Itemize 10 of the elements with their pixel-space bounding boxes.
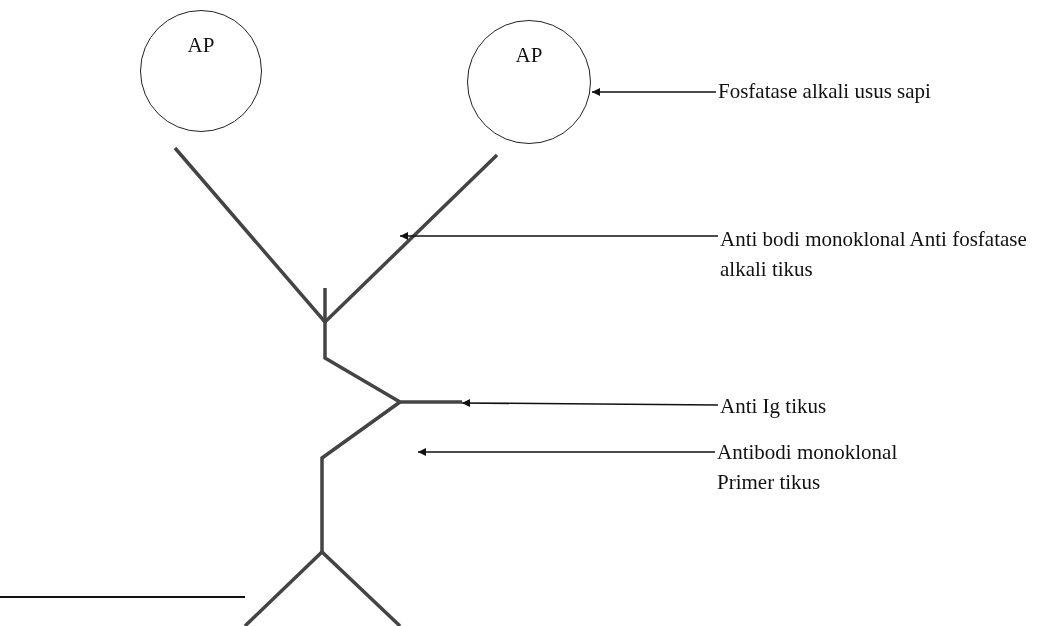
annotation-text: Anti Ig tikus <box>720 393 828 420</box>
circle-label: AP <box>515 43 543 68</box>
annotation-text: Antibodi monoklonal Primer tikus <box>717 439 899 496</box>
leader-arrow <box>399 232 719 240</box>
leader-arrow <box>417 448 716 456</box>
annotation-text: Fosfatase alkali usus sapi <box>718 78 932 105</box>
annotation-text: Anti bodi monoklonal Anti fosfatase alkali tikus <box>720 226 1028 283</box>
leader-arrow <box>591 88 717 96</box>
leader-arrow <box>461 399 719 408</box>
circle-label: AP <box>187 33 215 58</box>
